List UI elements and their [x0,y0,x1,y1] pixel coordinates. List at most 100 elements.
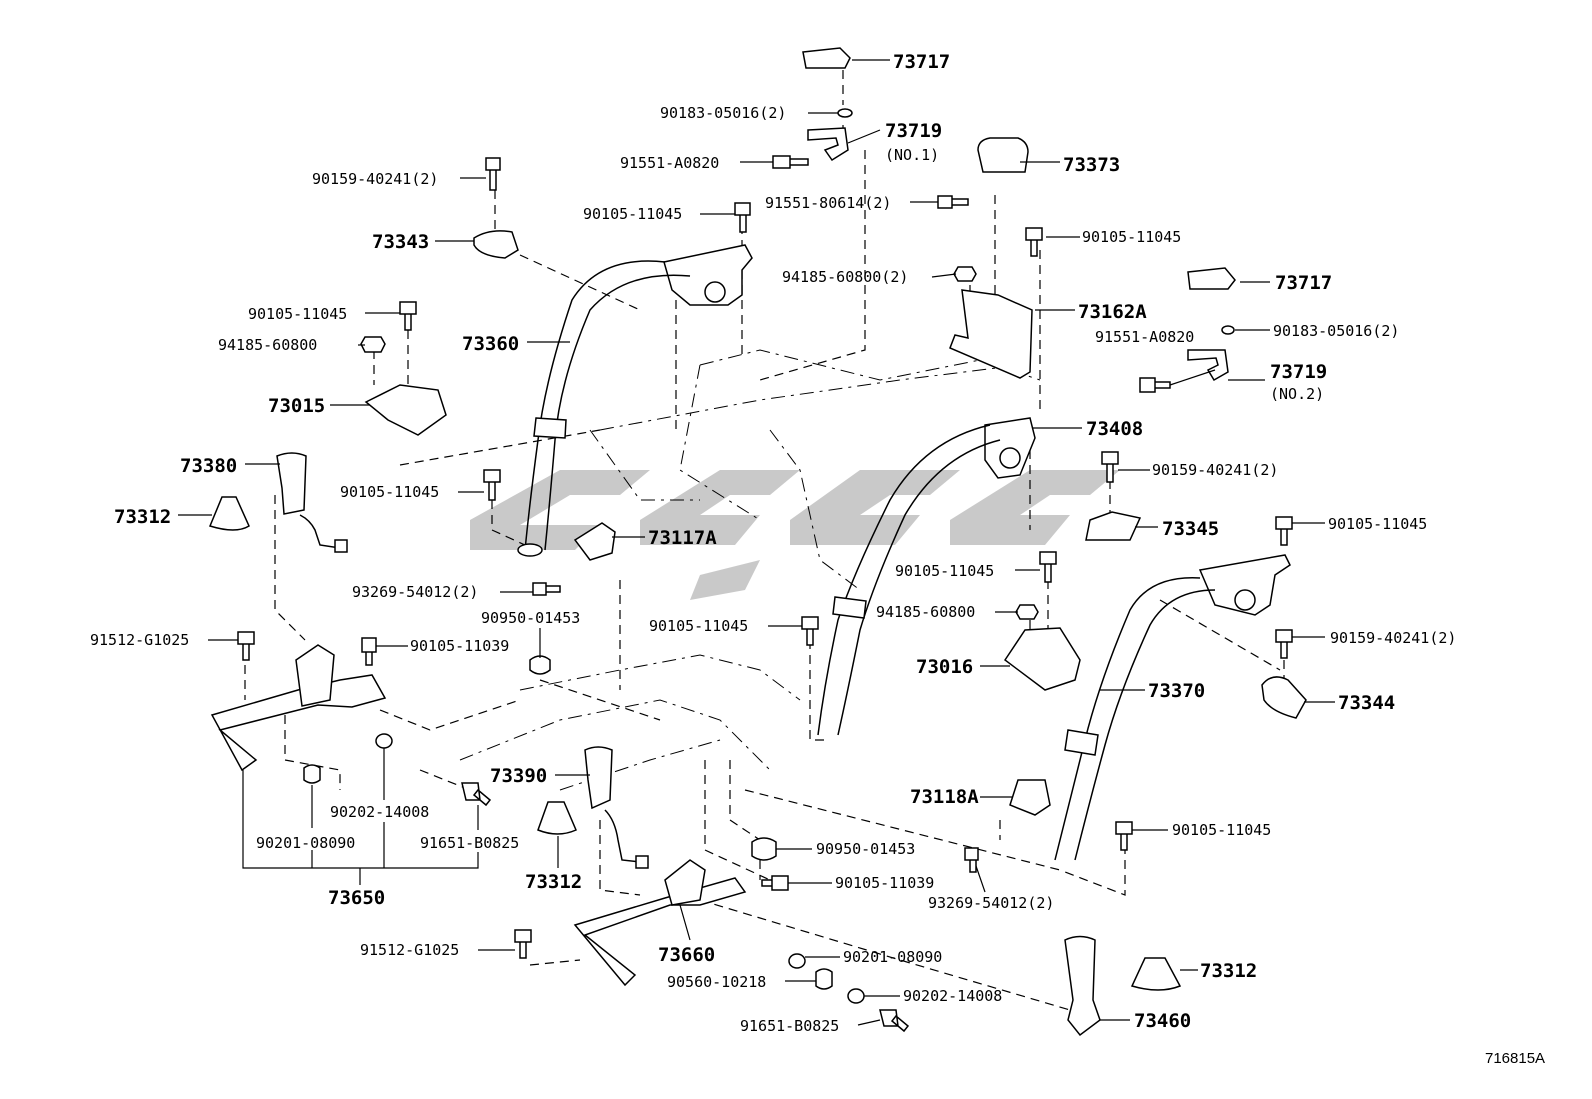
bolt-91651-b0825-lower [879,1009,910,1033]
part-labels: 73717 90183-05016(2) 73719 (NO.1) 91551-… [90,51,1456,1035]
bolt-90105-11039-lower [761,875,789,891]
cover-73717-upper [802,47,851,69]
bolt-91651-b0825-left [461,782,492,807]
retractor-73408-spool [999,447,1021,469]
part-label: 73650 [328,887,385,909]
bolt-91512-g1025-upper [237,631,255,661]
part-label: 73717 [893,51,950,73]
part-label: 91551-A0820 [1095,328,1194,346]
bolt-91551-a0820-upper [772,155,809,169]
bolt-90159-40241-upper-left [485,157,501,191]
diagram-reference-code: 716815A [1485,1050,1545,1067]
bracket-73162a [949,289,1033,379]
bolt-93269-54012-right [964,847,979,873]
part-label: 73460 [1134,1010,1191,1032]
part-label: 90105-11045 [248,305,347,323]
buckle-73390-connector [635,855,649,869]
anchor-73117a [573,522,616,561]
part-label: 90183-05016(2) [660,104,786,122]
part-label: 90105-11045 [649,617,748,635]
grommet-90950-01453-upper [529,655,551,675]
bracket-73719-no1 [807,127,849,162]
part-label: 90105-11045 [340,483,439,501]
part-label: 90560-10218 [667,973,766,991]
part-label: 91651-B0825 [420,834,519,852]
part-label: (NO.1) [885,146,939,164]
part-label: 73344 [1338,692,1395,714]
part-label: 73312 [525,871,582,893]
part-label: 90183-05016(2) [1273,322,1399,340]
bolt-90159-40241-right-mid [1101,451,1119,483]
part-label: 93269-54012(2) [352,583,478,601]
part-label: 90202-14008 [903,987,1002,1005]
part-label: 91512-G1025 [360,941,459,959]
part-label: 94185-60800 [218,336,317,354]
part-label: 73408 [1086,418,1143,440]
part-label: 73660 [658,944,715,966]
part-label: 90105-11039 [835,874,934,892]
belt-73370-inner [1074,589,1216,861]
retractor-73370-spool [1234,589,1256,611]
part-label: 90159-40241(2) [312,170,438,188]
bolt-90105-11039-upper [361,637,377,666]
part-label: 90950-01453 [816,840,915,858]
boot-73312-center [537,801,577,835]
collar-90560-10218 [815,968,833,990]
cover-73344 [1261,676,1307,719]
part-label: 90201-08090 [843,948,942,966]
part-label: 73015 [268,395,325,417]
part-label: 91651-B0825 [740,1017,839,1035]
belt-end-73360 [517,543,543,557]
bolt-90105-11045-center-low [801,616,819,646]
part-label: 90201-08090 [256,834,355,852]
part-label: 90950-01453 [481,609,580,627]
bolt-90159-40241-right-low [1275,629,1293,659]
washer-90183-right [1221,325,1235,335]
part-label: 73373 [1063,154,1120,176]
part-label: 73719 [885,120,942,142]
retractor-73360 [663,244,753,306]
part-label: 73360 [462,333,519,355]
bolt-90105-11045-top [734,202,751,233]
nut-94185-60800-right [1015,604,1039,620]
part-label: 94185-60800 [876,603,975,621]
cover-73345 [1085,511,1142,541]
washer-90202-14008-lower [847,988,865,1004]
cover-73373 [977,137,1029,173]
label-leader-lines [178,59,1335,1026]
part-label: 90159-40241(2) [1330,629,1456,647]
part-label: 73345 [1162,518,1219,540]
part-label: 73343 [372,231,429,253]
bolt-90105-11045-mid-right [1039,551,1057,583]
belt-73360 [524,260,666,551]
boot-73312-right [1130,957,1182,991]
bushing-90201-08090-left [303,764,321,784]
bolt-90105-11045-left [399,301,417,331]
washer-90183-upper [837,108,853,118]
part-label: 90105-11039 [410,637,509,655]
bolt-91551-a0820-right [1139,377,1171,393]
bolt-90105-11045-right [1275,516,1293,546]
watermark-logo [470,470,1120,600]
belt-73408-inner [837,439,1001,736]
part-label: 90159-40241(2) [1152,461,1278,479]
part-label: 90105-11045 [895,562,994,580]
part-label: 73380 [180,455,237,477]
belt-73408 [817,424,991,736]
bolt-90105-11045-mid-left [483,469,501,501]
bracket-73015 [364,384,447,436]
part-label: 73717 [1275,272,1332,294]
bracket-73719-no2 [1187,349,1229,382]
nut-94185-60800-2 [953,266,977,282]
part-label: 73390 [490,765,547,787]
part-label: (NO.2) [1270,385,1324,403]
belt-guide-73370 [1064,729,1099,756]
retractor-73360-spool [704,281,726,303]
belt-73360-inner [544,274,691,551]
buckle-73390-wire [604,809,641,863]
part-label: 73312 [114,506,171,528]
grommet-90950-01453-lower [751,837,777,861]
bolt-91551-80614 [937,195,969,209]
